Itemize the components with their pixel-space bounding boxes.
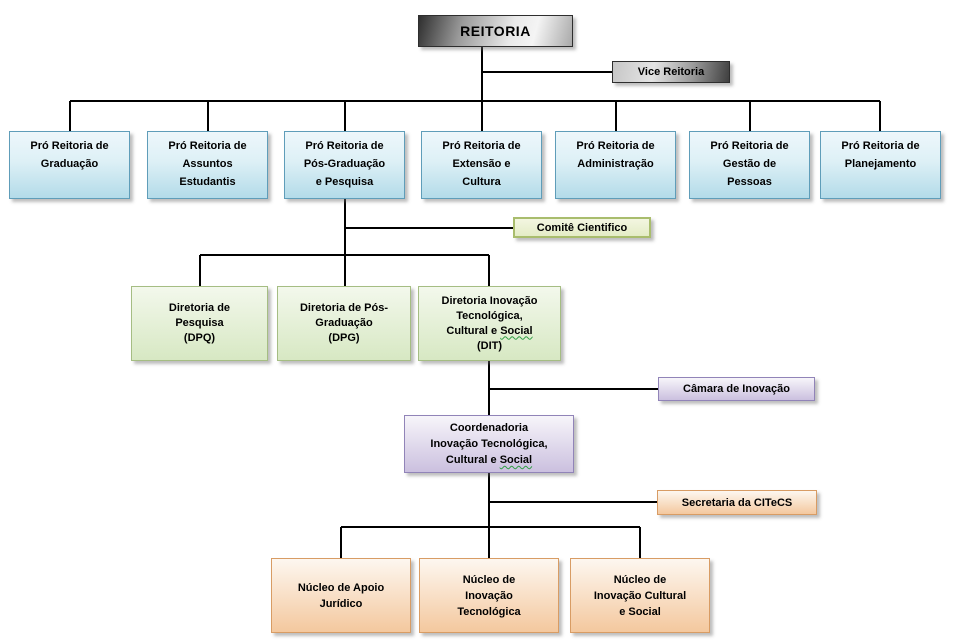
org-node-diretoria-inovacao: Diretoria Inovação Tecnológica, Cultural…	[418, 286, 561, 361]
org-node-vice-reitoria: Vice Reitoria	[612, 61, 730, 83]
org-node-camara-inovacao: Câmara de Inovação	[658, 377, 815, 401]
org-node-nucleo-apoio-juridico: Núcleo de Apoio Jurídico	[271, 558, 411, 633]
org-node-reitoria: REITORIA	[418, 15, 573, 47]
org-node-pro-reitoria-extensao-cultura: Pró Reitoria de Extensão e Cultura	[421, 131, 542, 199]
org-node-pro-reitoria-administracao: Pró Reitoria de Administração	[555, 131, 676, 199]
org-node-coordenadoria-citecs: Coordenadoria Inovação Tecnológica, Cult…	[404, 415, 574, 473]
org-node-diretoria-pos-graduacao: Diretoria de Pós- Graduação (DPG)	[277, 286, 411, 361]
org-node-pro-reitoria-gestao-pessoas: Pró Reitoria de Gestão de Pessoas	[689, 131, 810, 199]
org-node-pro-reitoria-planejamento: Pró Reitoria de Planejamento	[820, 131, 941, 199]
org-node-secretaria-citecs: Secretaria da CITeCS	[657, 490, 817, 515]
org-node-pro-reitoria-graduacao: Pró Reitoria de Graduação	[9, 131, 130, 199]
org-node-nucleo-inovacao-cultural-social: Núcleo de Inovação Cultural e Social	[570, 558, 710, 633]
org-node-comite-cientifico: Comitê Cientifico	[513, 217, 651, 238]
org-node-pro-reitoria-pos-graduacao-pesquisa: Pró Reitoria de Pós-Graduação e Pesquisa	[284, 131, 405, 199]
org-node-diretoria-pesquisa: Diretoria de Pesquisa (DPQ)	[131, 286, 268, 361]
org-node-pro-reitoria-assuntos-estudantis: Pró Reitoria de Assuntos Estudantis	[147, 131, 268, 199]
org-node-nucleo-inovacao-tecnologica: Núcleo de Inovação Tecnológica	[419, 558, 559, 633]
